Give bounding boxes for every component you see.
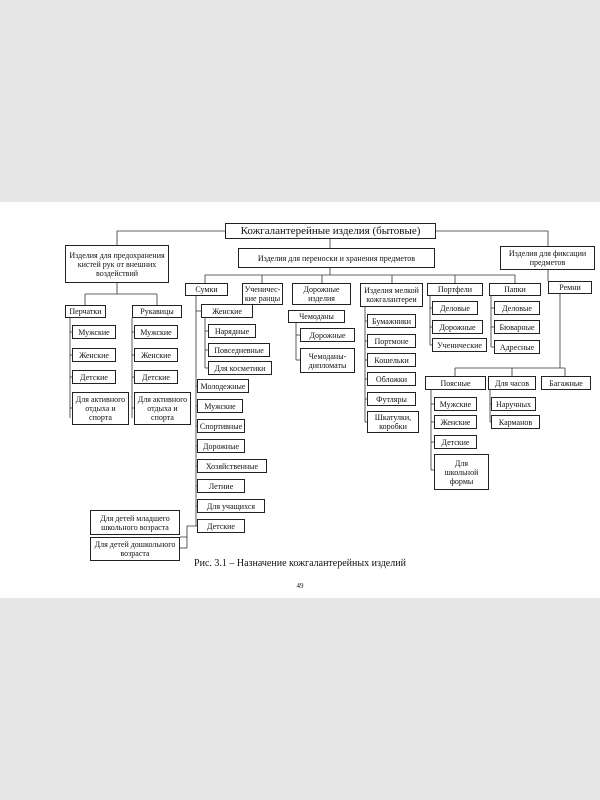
waist-belts-item: Детские [434,435,477,449]
bags-item: Хозяйственные [197,459,267,473]
bags-node: Сумки [185,283,228,296]
bags-item: Детские [197,519,245,533]
suitcases-item: Чемоданы- дипломаты [300,348,355,373]
watch-straps-item: Карманов [491,415,540,429]
bags-item: Молодежные [197,379,249,393]
suitcases-item: Дорожные [300,328,355,342]
small-leather-node: Изделия мелкой кожгалантереи [360,283,423,307]
travel-node: Дорожные изделия [292,283,351,305]
belts-node: Ремни [548,281,592,294]
gloves-item: Мужские [72,325,116,339]
small-leather-item: Футляры [367,392,416,406]
backpacks-node: Ученичес- кие ранцы [242,283,283,305]
suitcases-node: Чемоданы [288,310,345,323]
bags-kids-item: Для детей младшего школьного возраста [90,510,180,535]
waist-belts-node: Поясные [425,376,486,390]
figure-caption: Рис. 3.1 – Назначение кожгалантерейных и… [194,558,406,569]
small-leather-item: Портмоне [367,334,416,348]
root-node: Кожгалантерейные изделия (бытовые) [225,223,436,239]
gloves-node: Перчатки [65,305,106,318]
briefcases-node: Портфели [427,283,483,296]
briefcases-item: Дорожные [432,320,483,334]
watch-straps-node: Для часов [488,376,536,390]
mittens-node: Рукавицы [132,305,182,318]
bags-womens-node: Женские [201,304,253,318]
mittens-item: Детские [134,370,178,384]
small-leather-item: Шкатулки, коробки [367,411,419,433]
gloves-item: Женские [72,348,116,362]
briefcases-item: Деловые [432,301,478,315]
bags-item: Спортивные [197,419,245,433]
gloves-item: Для активного отдыха и спорта [72,392,129,425]
bags-womens-item: Для косметики [208,361,272,375]
bags-item: Для учащихся [197,499,265,513]
small-leather-item: Бумажники [367,314,416,328]
bags-item: Мужские [197,399,243,413]
protect-node: Изделия для предохранения кистей рук от … [65,245,169,283]
page-number: 49 [296,582,304,590]
waist-belts-item: Мужские [434,397,477,411]
folders-node: Папки [489,283,541,296]
folders-item: Бюварные [494,320,540,334]
carry-node: Изделия для переноски и хранения предмет… [238,248,435,268]
briefcases-item: Ученические [432,338,487,352]
gloves-item: Детские [72,370,116,384]
bags-womens-item: Нарядные [208,324,256,338]
folders-item: Адресные [494,340,540,354]
bags-item: Дорожные [197,439,245,453]
bags-womens-item: Повседневные [208,343,270,357]
folders-item: Деловые [494,301,540,315]
waist-belts-item: Для школьной формы [434,454,489,490]
mittens-item: Для активного отдыха и спорта [134,392,191,425]
mittens-item: Женские [134,348,178,362]
waist-belts-item: Женские [434,415,477,429]
fix-node: Изделия для фиксации предметов [500,246,595,270]
luggage-belts-node: Багажные [541,376,591,390]
watch-straps-item: Наручных [491,397,536,411]
small-leather-item: Кошельки [367,353,416,367]
bags-item: Летние [197,479,245,493]
mittens-item: Мужские [134,325,178,339]
bags-kids-item: Для детей дошкольного возраста [90,537,180,561]
small-leather-item: Обложки [367,372,416,386]
